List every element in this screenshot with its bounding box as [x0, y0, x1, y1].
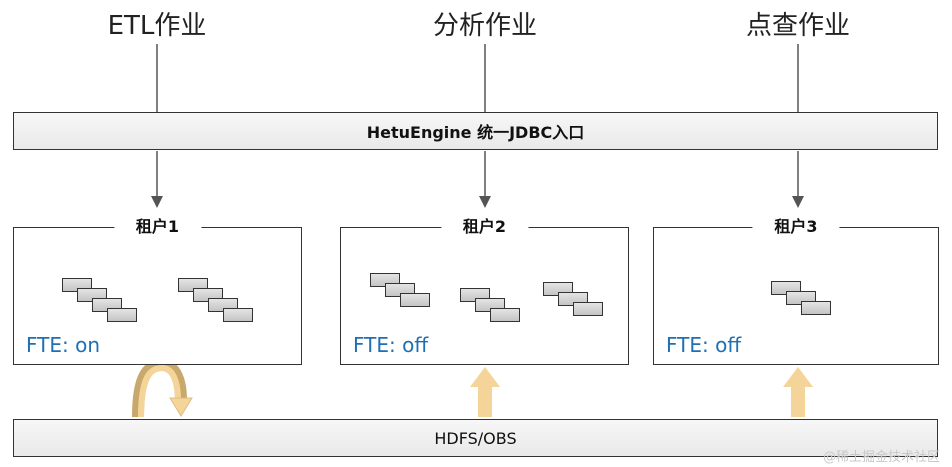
storage-label: HDFS/OBS — [434, 428, 517, 448]
workload-label-analysis: 分析作业 — [432, 11, 537, 41]
workload-label-pointquery: 点查作业 — [745, 11, 850, 41]
task-block — [573, 302, 603, 316]
tenant-box-3: 租户3 FTE: off — [653, 215, 939, 365]
fte-status-label: FTE: on — [26, 333, 101, 357]
task-block — [400, 293, 430, 307]
fte-status-label: FTE: off — [666, 333, 742, 357]
tenant-box-1: 租户1 FTE: on — [13, 215, 302, 365]
watermark-text: @稀土掘金技术社区 — [822, 450, 940, 465]
task-block — [801, 301, 831, 315]
gateway-label: HetuEngine 统一JDBC入口 — [366, 123, 585, 142]
workload-label-etl: ETL作业 — [107, 11, 207, 41]
fte-exchange-arrow — [132, 358, 193, 418]
tenant-title: 租户3 — [752, 215, 840, 239]
storage-bar: HDFS/OBS — [13, 419, 938, 457]
storage-read-arrow-tenant2 — [470, 367, 500, 417]
task-block — [490, 308, 520, 322]
storage-read-arrow-tenant3 — [783, 367, 813, 417]
tenant-title: 租户2 — [440, 215, 529, 239]
task-block — [107, 308, 137, 322]
task-block — [223, 308, 253, 322]
gateway-bar: HetuEngine 统一JDBC入口 — [13, 112, 938, 150]
tenant-title: 租户1 — [113, 215, 202, 239]
fte-status-label: FTE: off — [353, 333, 429, 357]
tenant-box-2: 租户2 FTE: off — [340, 215, 629, 365]
